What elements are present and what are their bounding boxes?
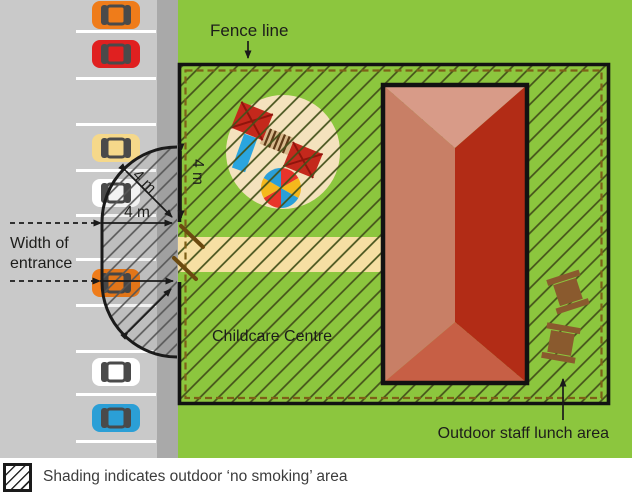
dimension-arrows (92, 143, 185, 340)
site-plan-diagram: 4 m 4 m 4 m Fence line Width of entrance… (0, 0, 632, 458)
entrance-guide-lines (10, 222, 97, 282)
lunch-area-label: Outdoor staff lunch area (438, 425, 609, 442)
childcare-building (380, 82, 530, 386)
entrance-no-smoking-zone-outline (100, 145, 178, 359)
picnic-table-icon (541, 322, 581, 364)
car (92, 134, 140, 162)
width-of-entrance-label: Width of entrance (10, 235, 73, 272)
no-smoking-boundary-dashed (184, 69, 603, 400)
dimension-label-horizontal: 4 m (124, 204, 150, 221)
legend-text: Shading indicates outdoor ‘no smoking’ a… (43, 468, 348, 485)
fence (177, 62, 611, 406)
car (92, 40, 140, 68)
picnic-table-icon (546, 269, 590, 315)
car (92, 404, 140, 432)
car (92, 1, 140, 29)
dimension-label-vertical: 4 m (189, 159, 206, 185)
fence-line-label: Fence line (210, 21, 288, 40)
gate-icon (172, 224, 205, 281)
no-smoking-hatch-swatch-icon (3, 462, 32, 492)
car (92, 358, 140, 386)
legend: Shading indicates outdoor ‘no smoking’ a… (0, 458, 632, 496)
childcare-centre-label: Childcare Centre (212, 328, 332, 345)
